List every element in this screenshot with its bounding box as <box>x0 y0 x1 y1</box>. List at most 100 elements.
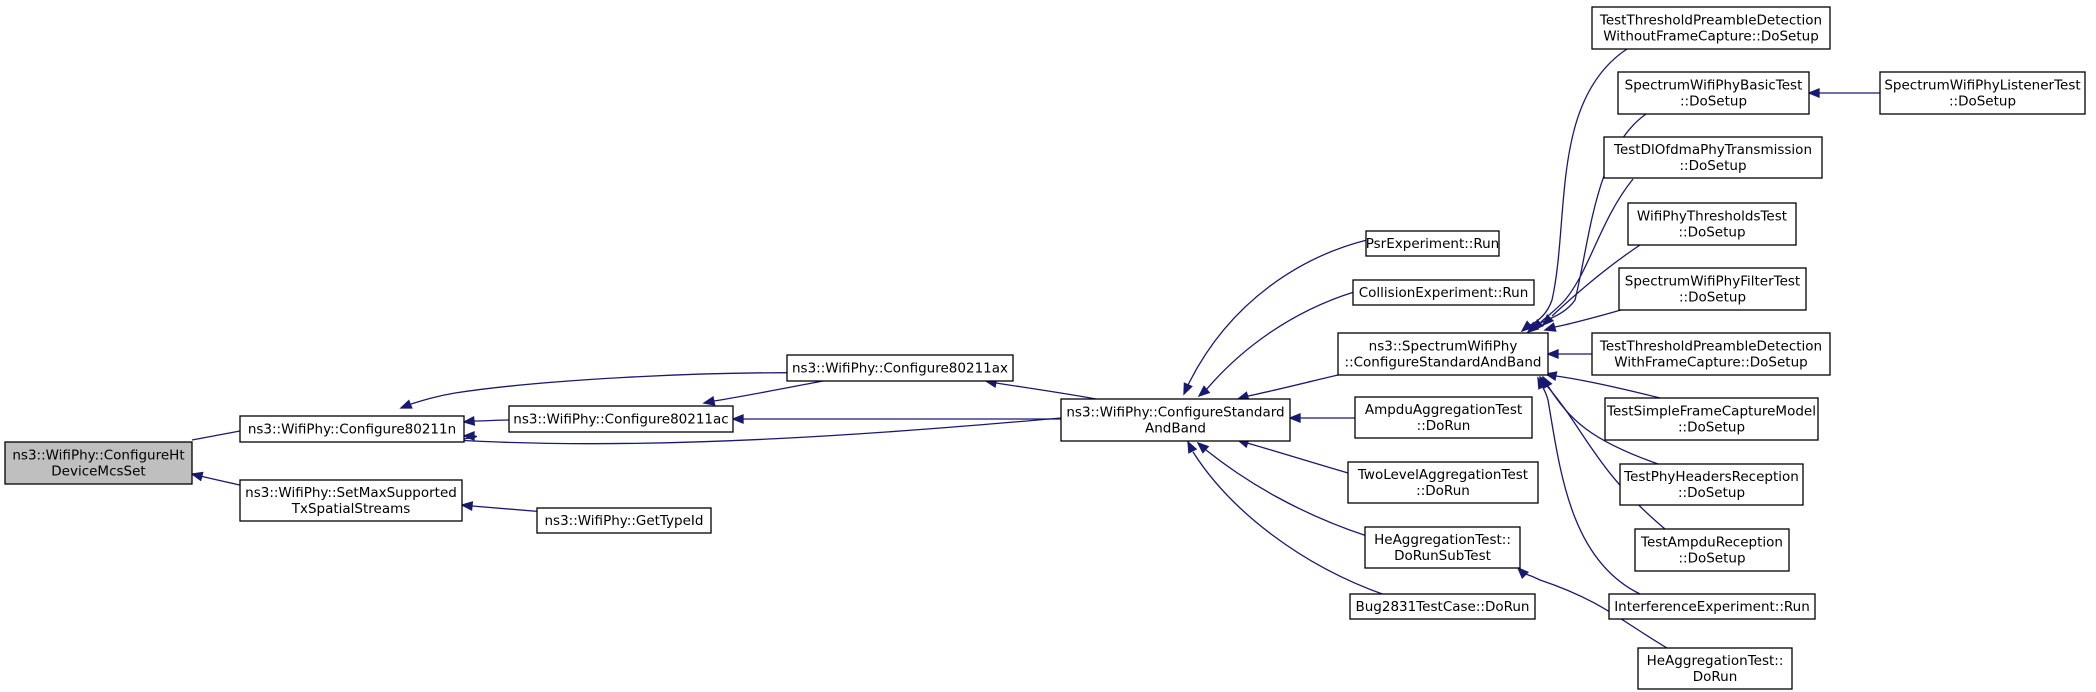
edge-wpthresh-to-spectrum <box>1541 244 1641 327</box>
edge-tdlofdma-to-spectrum <box>1531 178 1634 332</box>
edge-csab-to-c80211ax <box>984 378 1097 400</box>
node-label-line: ns3::SpectrumWifiPhy <box>1369 339 1518 355</box>
node-csab[interactable]: ns3::WifiPhy::ConfigureStandardAndBand <box>1060 398 1291 442</box>
node-ampduagg[interactable]: AmpduAggregationTest::DoRun <box>1354 396 1533 439</box>
edge-ampduagg-to-csab <box>1288 413 1355 423</box>
node-box <box>1637 647 1793 690</box>
node-label-line: AmpduAggregationTest <box>1365 402 1522 418</box>
node-ttpd_wo[interactable]: TestThresholdPreambleDetectionWithoutFra… <box>1591 6 1831 50</box>
node-label-line: DoRunSubTest <box>1394 548 1491 564</box>
node-label-line: WithFrameCapture::DoSetup <box>1614 355 1807 371</box>
node-box <box>1608 593 1816 620</box>
node-tphr[interactable]: TestPhyHeadersReception::DoSetup <box>1619 463 1804 506</box>
node-box <box>786 354 1014 382</box>
node-c80211n[interactable]: ns3::WifiPhy::Configure80211n <box>239 415 465 443</box>
node-tdlofdma[interactable]: TestDlOfdmaPhyTransmission::DoSetup <box>1603 136 1823 179</box>
node-label-line: ::DoSetup <box>1678 225 1745 241</box>
node-label-line: TestThresholdPreambleDetection <box>1599 339 1822 355</box>
graph-nodes: ns3::WifiPhy::ConfigureHtDeviceMcsSetns3… <box>4 6 2086 690</box>
node-label-line: TestPhyHeadersReception <box>1623 469 1799 485</box>
node-box <box>1364 526 1521 569</box>
node-gettypeid[interactable]: ns3::WifiPhy::GetTypeId <box>536 507 712 534</box>
node-box <box>1349 593 1536 620</box>
node-swplistener[interactable]: SpectrumWifiPhyListenerTest::DoSetup <box>1879 71 2086 115</box>
node-box <box>1604 397 1819 441</box>
node-label-line: ns3::WifiPhy::GetTypeId <box>544 513 703 529</box>
node-label-line: ns3::WifiPhy::ConfigureStandard <box>1066 405 1284 421</box>
node-spectrum[interactable]: ns3::SpectrumWifiPhy::ConfigureStandardA… <box>1337 332 1549 376</box>
edge-csab-to-c80211ac <box>731 414 1061 424</box>
node-setmax[interactable]: ns3::WifiPhy::SetMaxSupportedTxSpatialSt… <box>239 479 463 522</box>
node-label-line: ::DoSetup <box>1679 158 1746 174</box>
node-label-line: ::DoSetup <box>1679 290 1746 306</box>
node-wpthresh[interactable]: WifiPhyThresholdsTest::DoSetup <box>1627 202 1797 246</box>
node-label-line: TestThresholdPreambleDetection <box>1599 13 1822 29</box>
node-box <box>1352 279 1535 306</box>
node-label-line: ns3::WifiPhy::Configure80211ac <box>513 412 728 428</box>
node-label-line: CollisionExperiment::Run <box>1359 285 1529 301</box>
node-label-line: DeviceMcsSet <box>51 464 145 480</box>
node-tsfcm[interactable]: TestSimpleFrameCaptureModel::DoSetup <box>1604 397 1819 441</box>
edge-ttpd_wo-to-spectrum <box>1520 48 1628 333</box>
node-box <box>1354 396 1533 439</box>
node-bug2831[interactable]: Bug2831TestCase::DoRun <box>1349 593 1536 620</box>
node-box <box>239 479 463 522</box>
node-label-line: ::DoSetup <box>1949 94 2016 110</box>
node-psr[interactable]: PsrExperiment::Run <box>1365 230 1500 257</box>
node-label-line: TwoLevelAggregationTest <box>1357 467 1528 483</box>
node-collision[interactable]: CollisionExperiment::Run <box>1352 279 1535 306</box>
edge-tsfcm-to-spectrum <box>1544 371 1661 399</box>
node-c80211ax[interactable]: ns3::WifiPhy::Configure80211ax <box>786 354 1014 382</box>
edge-heaggsub-to-csab <box>1196 441 1368 537</box>
node-box <box>1627 202 1797 246</box>
edge-psr-to-csab <box>1183 239 1368 396</box>
node-heaggrun[interactable]: HeAggregationTest::DoRun <box>1637 647 1793 690</box>
node-ttpd_w[interactable]: TestThresholdPreambleDetectionWithFrameC… <box>1591 332 1831 376</box>
node-label-line: ::DoSetup <box>1678 485 1745 501</box>
node-label-line: TestSimpleFrameCaptureModel <box>1606 404 1816 420</box>
node-label-line: ::DoSetup <box>1678 420 1745 436</box>
edge-interf-to-spectrum <box>1537 376 1641 595</box>
node-swpfilter[interactable]: SpectrumWifiPhyFilterTest::DoSetup <box>1618 267 1807 311</box>
node-label-line: TestAmpduReception <box>1640 535 1783 551</box>
node-label-line: TxSpatialStreams <box>291 501 411 517</box>
node-box <box>1337 332 1549 376</box>
node-label-line: SpectrumWifiPhyFilterTest <box>1625 274 1800 290</box>
node-label-line: ns3::WifiPhy::Configure80211n <box>248 422 456 438</box>
node-swpbasic[interactable]: SpectrumWifiPhyBasicTest::DoSetup <box>1617 71 1810 115</box>
node-box <box>1603 136 1823 179</box>
edge-c80211ax-to-c80211n <box>399 372 829 409</box>
edge-csab-to-c80211n <box>454 417 1062 445</box>
node-label-line: SpectrumWifiPhyBasicTest <box>1625 78 1803 94</box>
edge-setmax-to-root <box>190 471 241 486</box>
node-label-line: WifiPhyThresholdsTest <box>1637 209 1787 225</box>
node-box <box>1879 71 2086 115</box>
node-label-line: ::DoRun <box>1416 483 1470 499</box>
node-label-line: ::DoRun <box>1417 418 1471 434</box>
node-heaggsub[interactable]: HeAggregationTest::DoRunSubTest <box>1364 526 1521 569</box>
edge-swplistener-to-swpbasic <box>1807 88 1880 98</box>
node-box <box>508 405 734 433</box>
edge-c80211ax-to-c80211ac <box>702 380 824 406</box>
node-tampdu[interactable]: TestAmpduReception::DoSetup <box>1634 528 1790 572</box>
edge-c80211n-to-root <box>191 430 241 441</box>
node-twolevel[interactable]: TwoLevelAggregationTest::DoRun <box>1347 461 1539 504</box>
node-box <box>239 415 465 443</box>
node-label-line: HeAggregationTest:: <box>1374 532 1511 548</box>
node-box <box>1634 528 1790 572</box>
node-c80211ac[interactable]: ns3::WifiPhy::Configure80211ac <box>508 405 734 433</box>
node-box <box>4 441 193 485</box>
node-label-line: InterferenceExperiment::Run <box>1614 599 1810 615</box>
node-label-line: SpectrumWifiPhyListenerTest <box>1884 78 2080 94</box>
node-box <box>1591 332 1831 376</box>
edge-twolevel-to-csab <box>1236 438 1349 474</box>
node-box <box>1365 230 1500 257</box>
edge-collision-to-csab <box>1197 291 1355 398</box>
node-label-line: ::DoSetup <box>1678 551 1745 567</box>
node-label-line: AndBand <box>1145 421 1206 437</box>
node-box <box>536 507 712 534</box>
node-interf[interactable]: InterferenceExperiment::Run <box>1608 593 1816 620</box>
node-box <box>1060 398 1291 442</box>
